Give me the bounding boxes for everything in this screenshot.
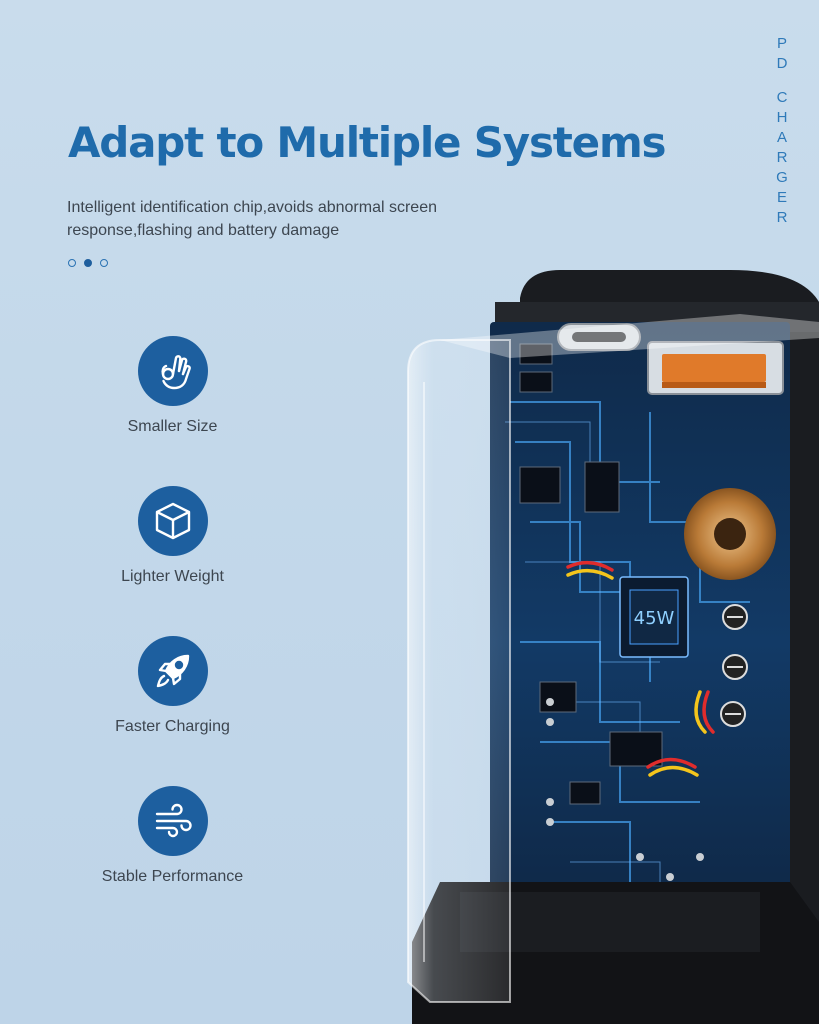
page-subtitle: Intelligent identification chip,avoids a… [67,199,437,239]
rocket-icon [156,654,189,688]
chip-marking: 45W [634,608,675,629]
feature-smaller-size: Smaller Size [70,336,275,436]
pager-dot[interactable] [68,259,76,267]
side-label-letter: R [776,149,788,166]
side-label-letter: C [776,89,788,106]
feature-stable-performance: Stable Performance [70,786,275,886]
pager-dot-active[interactable] [84,259,92,267]
feature-icon-circle [137,786,208,856]
ok-hand-icon [160,355,191,390]
feature-icon-circle [137,336,208,406]
cube-icon [155,502,190,540]
side-label-letter: E [776,189,787,206]
feature-faster-charging: Faster Charging [70,636,275,736]
charger-product-image: 45W [407,270,819,1024]
carousel-pager [68,259,108,267]
feature-icon-circle [137,486,208,556]
side-label-letter: H [776,109,788,126]
side-label-letter: R [776,209,788,226]
side-label-letter: A [776,129,787,146]
side-label-letter: D [776,55,788,72]
wind-icon [155,803,192,838]
page-title: Adapt to Multiple Systems [68,118,667,167]
feature-lighter-weight: Lighter Weight [70,486,275,586]
feature-icon-circle [137,636,208,706]
feature-label: Stable Performance [101,868,244,885]
feature-label: Smaller Size [127,418,218,435]
feature-label: Faster Charging [115,718,230,735]
side-label-pd-charger: P D C H A R G E R [772,34,792,228]
feature-label: Lighter Weight [121,568,224,585]
side-label-letter: G [776,169,788,186]
pager-dot[interactable] [100,259,108,267]
side-label-letter: P [776,35,787,52]
